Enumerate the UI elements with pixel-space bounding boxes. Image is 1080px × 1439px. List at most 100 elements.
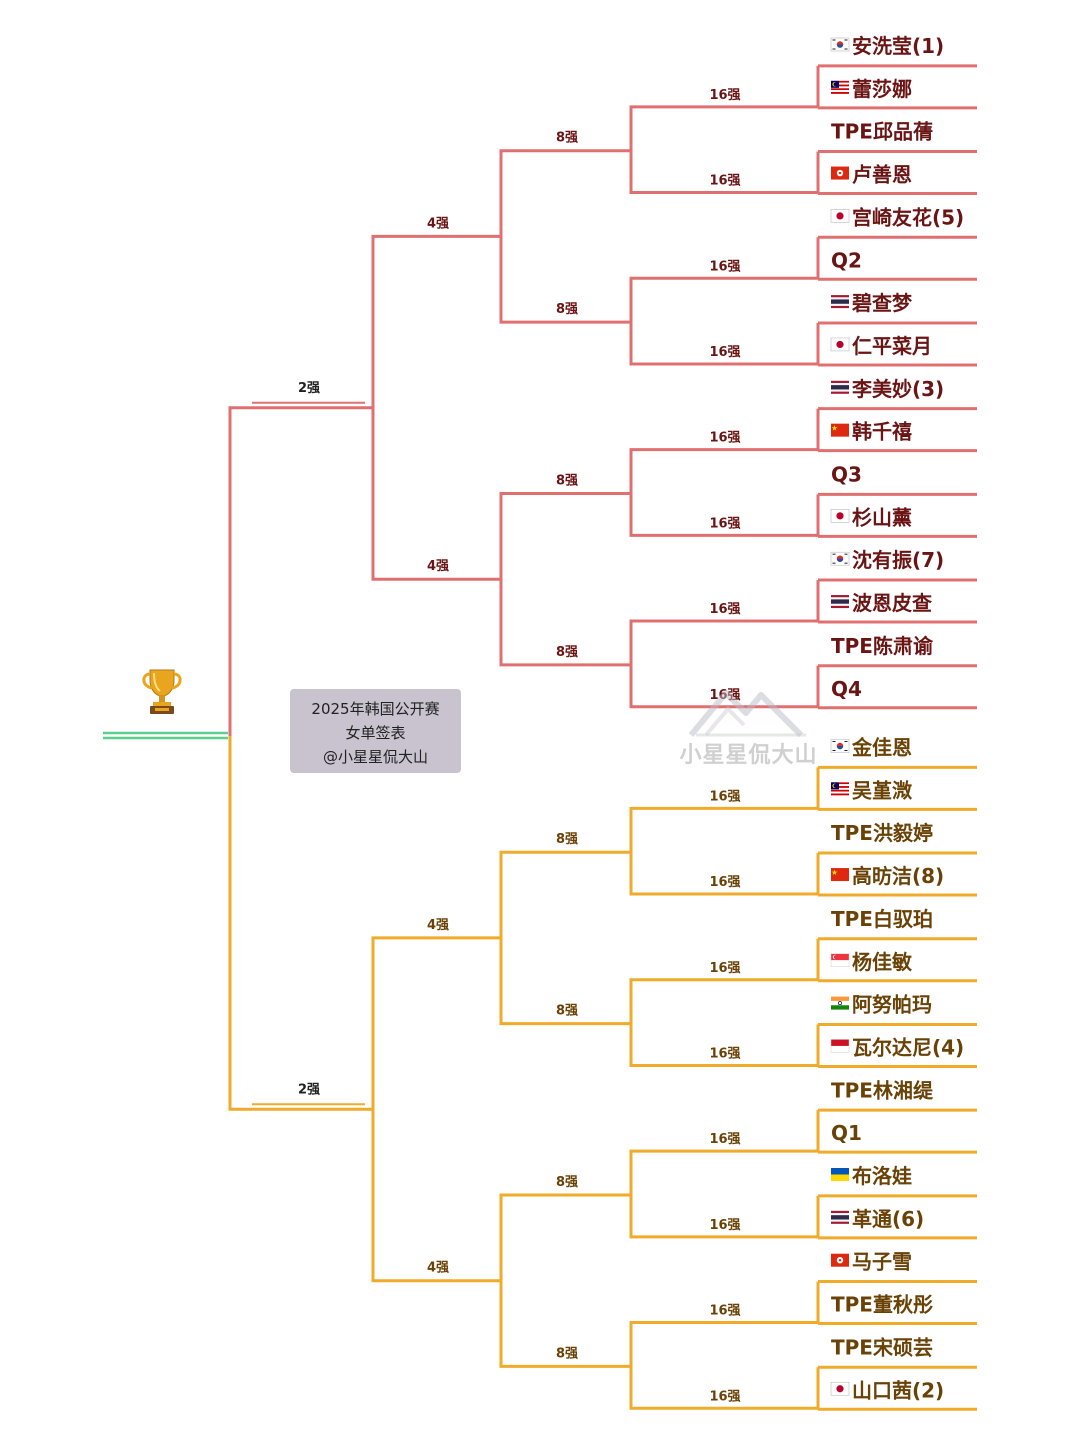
tha-flag-icon — [831, 1210, 849, 1224]
label-r16: 16强 — [709, 1132, 740, 1147]
player-name: 布洛娃 — [852, 1164, 912, 1188]
ind-flag-icon — [831, 996, 849, 1010]
label-sf: 4强 — [427, 216, 449, 231]
idn-flag-icon — [830, 1039, 850, 1053]
player-name: 马子雪 — [852, 1250, 912, 1274]
player-name: Q3 — [831, 463, 862, 487]
label-r16: 16强 — [709, 688, 740, 703]
player-name: 瓦尔达尼(4) — [852, 1035, 964, 1059]
player-name: TPE陈肃谕 — [831, 634, 934, 658]
player-name: 波恩皮查 — [852, 591, 932, 615]
label-qf: 8强 — [556, 832, 578, 847]
tha-flag-icon — [831, 380, 849, 394]
mys-flag-icon — [831, 782, 849, 796]
jpn-flag-icon — [830, 509, 850, 523]
player-name: 卢善恩 — [852, 163, 912, 187]
player-name: Q1 — [831, 1121, 862, 1145]
player-name: 安洗莹(1) — [852, 34, 944, 58]
player-name: 高昉洁(8) — [852, 864, 944, 888]
player-name: 韩千禧 — [852, 420, 912, 444]
label-qf: 8强 — [556, 645, 578, 660]
label-r16: 16强 — [709, 345, 740, 360]
final-bracket-bottom — [228, 736, 373, 1111]
sf-bracket — [371, 936, 501, 1283]
player-name: 李美妙(3) — [851, 377, 944, 401]
draw-info-box: 2025年韩国公开赛 女单签表 @小星星侃大山 — [290, 689, 461, 773]
trophy-icon — [138, 666, 186, 720]
player-name: TPE白驭珀 — [831, 907, 933, 931]
qf-bracket — [499, 850, 631, 1026]
jpn-flag-icon — [830, 1381, 850, 1396]
label-r16: 16强 — [709, 259, 740, 274]
kor-flag-icon — [830, 551, 850, 566]
label-r16: 16强 — [709, 431, 740, 446]
label-final: 2强 — [298, 1082, 320, 1097]
bracket-lines — [103, 64, 977, 1411]
player-name: 蕾莎娜 — [852, 77, 912, 101]
label-r16: 16强 — [709, 602, 740, 617]
player-name: Q2 — [831, 248, 862, 272]
kor-flag-icon — [830, 739, 850, 753]
label-r16: 16强 — [709, 1218, 740, 1233]
player-name: 碧查梦 — [851, 291, 913, 315]
player-name: TPE邱品蒨 — [831, 120, 933, 144]
label-r16: 16强 — [709, 516, 740, 531]
player-name: TPE林湘缇 — [831, 1078, 934, 1102]
label-qf: 8强 — [556, 131, 578, 146]
label-r16: 16强 — [709, 961, 740, 976]
label-sf: 4强 — [427, 1261, 449, 1276]
label-sf: 4强 — [427, 918, 449, 933]
qf-bracket — [499, 492, 631, 667]
player-name: 杉山薰 — [852, 505, 912, 529]
player-name: TPE宋硕芸 — [831, 1335, 933, 1359]
player-name: 仁平菜月 — [852, 334, 932, 358]
flag-icons — [830, 37, 850, 1396]
final-bracket-top — [228, 406, 373, 736]
label-qf: 8强 — [556, 1004, 578, 1019]
chn-flag-icon — [831, 868, 849, 882]
player-name: TPE洪毅婷 — [831, 821, 933, 845]
label-qf: 8强 — [556, 1175, 578, 1190]
label-r16: 16强 — [709, 1046, 740, 1061]
player-name: 沈有振(7) — [852, 548, 944, 572]
mys-flag-icon — [831, 80, 849, 94]
hkg-flag-icon — [831, 1253, 849, 1267]
player-name: 山口茜(2) — [852, 1378, 944, 1402]
sgp-flag-icon — [830, 953, 850, 967]
player-name: Q4 — [831, 677, 862, 701]
ukr-flag-icon — [831, 1168, 849, 1181]
tha-flag-icon — [831, 595, 849, 609]
jpn-flag-icon — [830, 337, 850, 352]
info-subtitle: 女单签表 — [345, 724, 406, 742]
sf-bracket — [371, 234, 501, 581]
tha-flag-icon — [831, 295, 849, 309]
label-qf: 8强 — [556, 302, 578, 317]
label-qf: 8强 — [556, 474, 578, 489]
player-name: TPE董秋彤 — [831, 1293, 933, 1317]
player-name: 阿努帕玛 — [852, 993, 932, 1017]
player-name: 金佳恩 — [851, 736, 912, 760]
player-name: 吴堇溦 — [852, 778, 913, 802]
hkg-flag-icon — [831, 166, 849, 180]
info-title: 2025年韩国公开赛 — [311, 700, 440, 718]
chn-flag-icon — [831, 423, 849, 437]
jpn-flag-icon — [830, 209, 850, 223]
qf-bracket — [499, 149, 631, 324]
label-r16: 16强 — [709, 789, 740, 804]
label-r16: 16强 — [709, 88, 740, 103]
label-r16: 16强 — [709, 1304, 740, 1319]
player-name: 杨佳敏 — [852, 950, 913, 974]
label-r16: 16强 — [709, 1389, 740, 1404]
info-author: @小星星侃大山 — [322, 748, 428, 766]
player-name: 革通(6) — [852, 1207, 924, 1231]
label-final: 2强 — [298, 381, 320, 396]
player-name: 宫崎友花(5) — [852, 205, 964, 229]
label-sf: 4强 — [427, 559, 449, 574]
qf-bracket — [499, 1193, 631, 1368]
label-r16: 16强 — [709, 875, 740, 890]
label-r16: 16强 — [709, 174, 740, 189]
kor-flag-icon — [830, 37, 850, 52]
label-qf: 8强 — [556, 1346, 578, 1361]
